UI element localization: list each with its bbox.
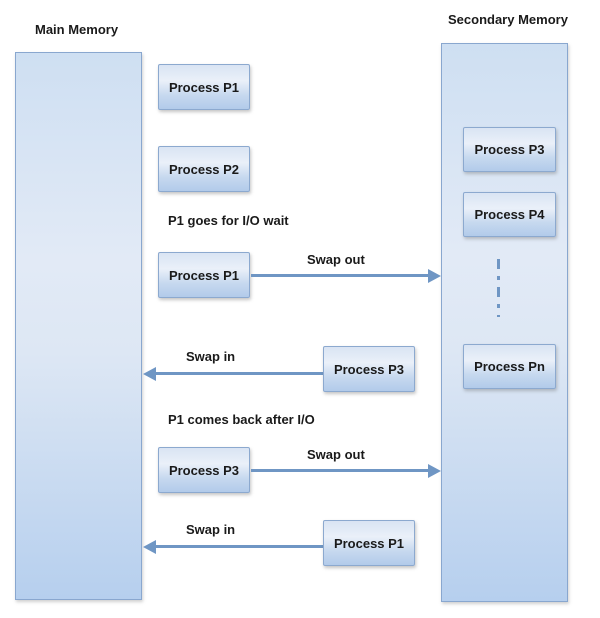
swap-out-arrow-1 <box>251 274 429 277</box>
process-box-label: Process P3 <box>474 142 545 157</box>
swap-out-arrow-2 <box>251 469 429 472</box>
swap-out-label-1: Swap out <box>307 252 365 267</box>
process-box-p1-swap-out: Process P1 <box>158 252 250 298</box>
process-box-label: Process P1 <box>168 267 240 283</box>
process-box-secondary-p3: Process P3 <box>463 127 556 172</box>
swap-in-label-1: Swap in <box>186 349 236 364</box>
process-box-label: Process P3 <box>333 361 405 377</box>
secondary-memory-label: Secondary Memory <box>448 12 568 27</box>
annotation-io-return: P1 comes back after I/O <box>168 412 315 427</box>
process-box-label: Process P1 <box>333 535 405 551</box>
process-box-p2: Process P2 <box>158 146 250 192</box>
main-memory-block <box>15 52 142 600</box>
vertical-ellipsis-icon <box>497 259 500 317</box>
process-box-label: Process Pn <box>474 359 545 374</box>
process-box-label: Process P3 <box>168 462 240 478</box>
swap-in-label-2: Swap in <box>186 522 236 537</box>
process-box-secondary-pn: Process Pn <box>463 344 556 389</box>
process-box-p1-swap-in: Process P1 <box>323 520 415 566</box>
process-box-label: Process P2 <box>168 161 240 177</box>
process-box-secondary-p4: Process P4 <box>463 192 556 237</box>
swap-in-arrow-1 <box>155 372 325 375</box>
process-box-label: Process P4 <box>474 207 545 222</box>
main-memory-label: Main Memory <box>35 22 119 37</box>
annotation-io-wait: P1 goes for I/O wait <box>168 213 289 228</box>
swap-in-arrow-2 <box>155 545 323 548</box>
swap-out-label-2: Swap out <box>307 447 365 462</box>
process-box-label: Process P1 <box>168 79 240 95</box>
process-box-p3-swap-in: Process P3 <box>323 346 415 392</box>
process-box-p3-swap-out: Process P3 <box>158 447 250 493</box>
process-box-p1-top: Process P1 <box>158 64 250 110</box>
